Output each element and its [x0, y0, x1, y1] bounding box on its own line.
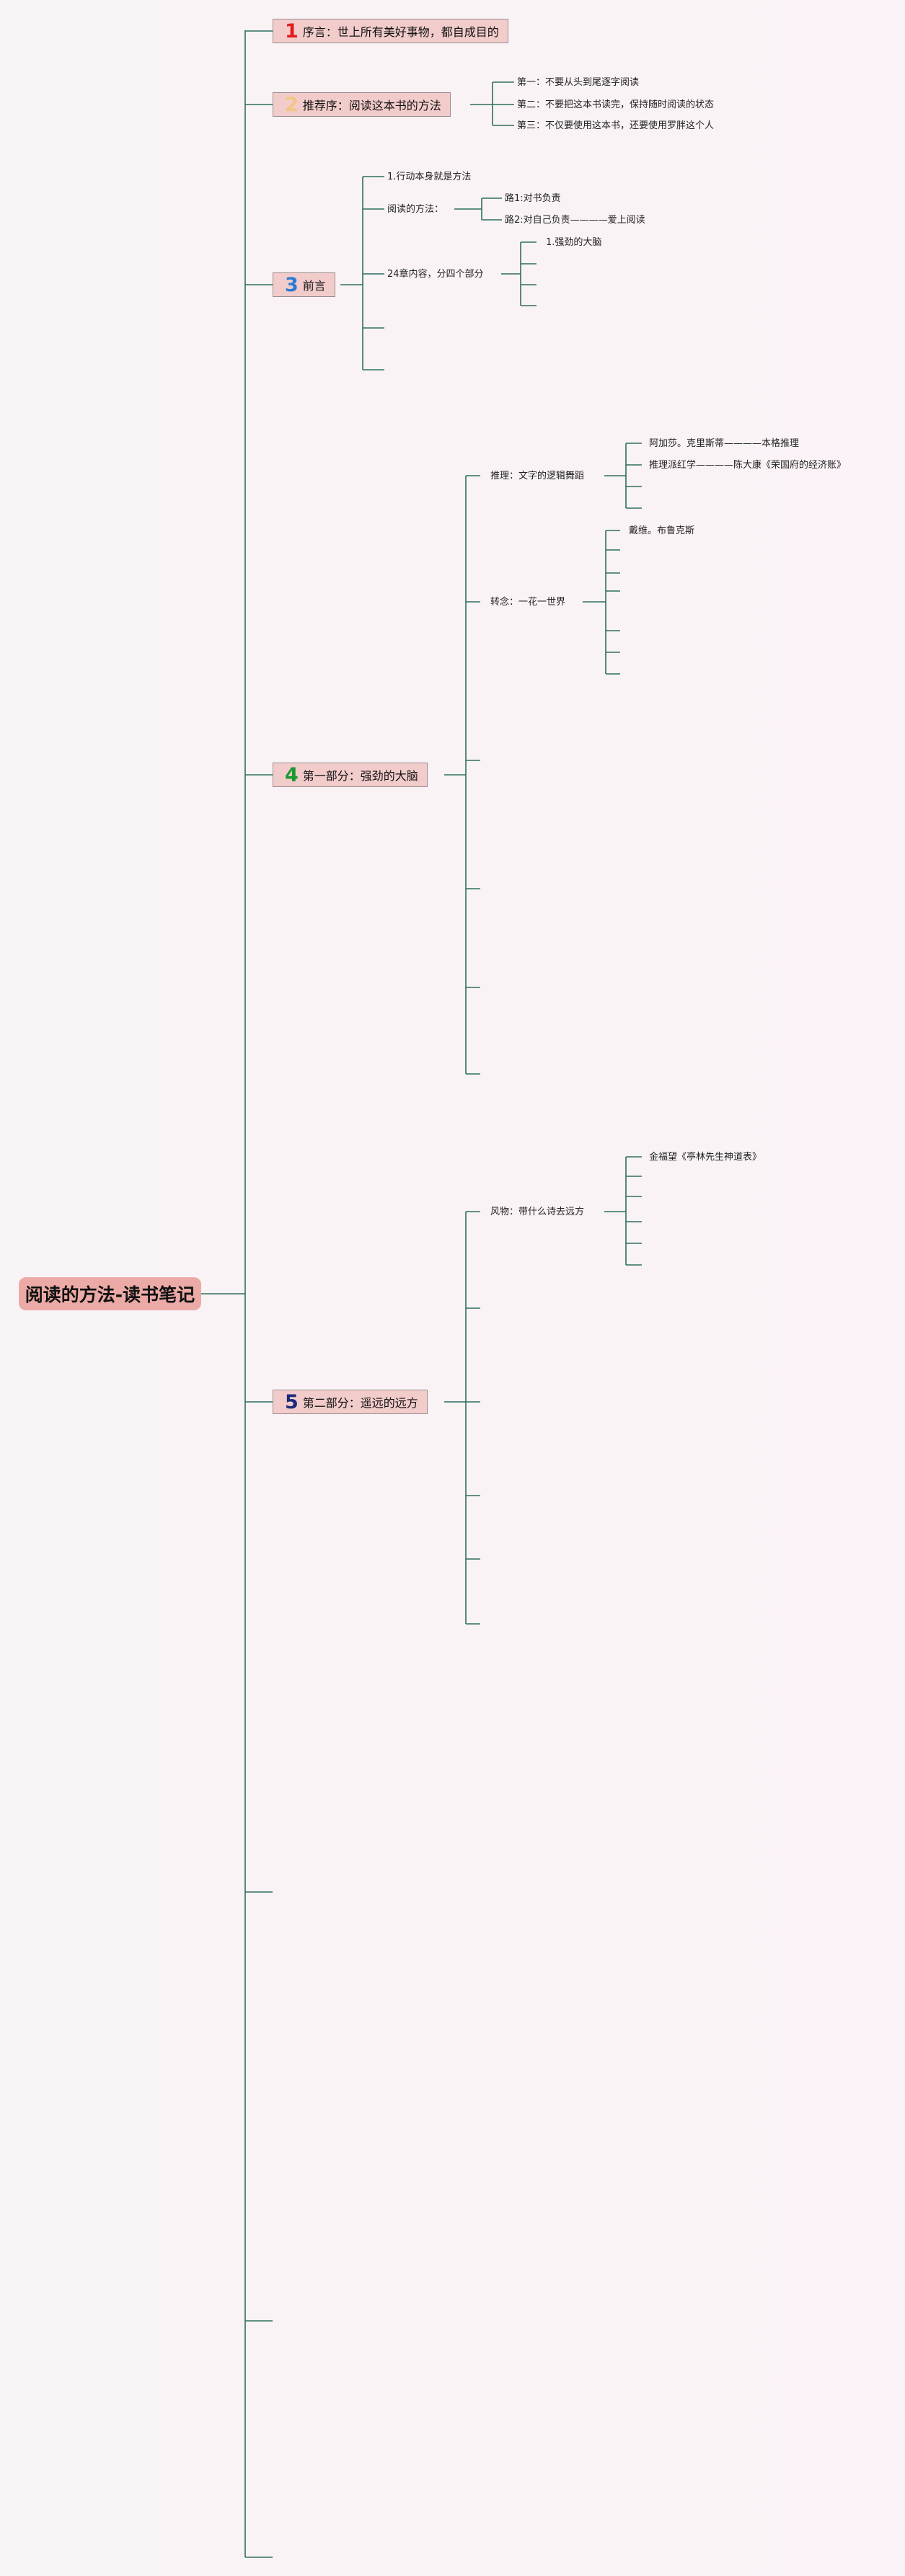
root-title: 阅读的方法-读书笔记: [25, 1284, 195, 1305]
chapter-1-node[interactable]: 1 序言：世上所有美好事物，都自成目的: [273, 19, 508, 43]
chapter-2-node[interactable]: 2 推荐序：阅读这本书的方法: [273, 92, 451, 117]
ch4-branch-2[interactable]: 转念：一花一世界: [490, 597, 566, 608]
ch2-item-2[interactable]: 第二：不要把这本书读完，保持随时阅读的状态: [517, 99, 715, 110]
ch3-path-1[interactable]: 路1:对书负责: [505, 193, 561, 204]
ch3-item-2[interactable]: 阅读的方法：: [387, 204, 444, 215]
chapter-2-label: 推荐序：阅读这本书的方法: [302, 99, 441, 112]
ch3-item-3[interactable]: 24章内容，分四个部分: [387, 269, 484, 280]
ch2-item-1[interactable]: 第一：不要从头到尾逐字阅读: [517, 77, 640, 88]
ch3-path-2[interactable]: 路2:对自己负责————爱上阅读: [505, 215, 645, 226]
chapter-number-5: 5: [285, 1390, 299, 1413]
chapter-5-node[interactable]: 5 第二部分：遥远的远方: [273, 1390, 428, 1414]
ch3-item-1[interactable]: 1.行动本身就是方法: [387, 172, 472, 182]
chapter-4-node[interactable]: 4 第一部分：强劲的大脑: [273, 763, 428, 787]
ch5-branch-1-leaf-1[interactable]: 金福望《亭林先生神道表》: [649, 1152, 762, 1163]
ch3-part-1[interactable]: 1.强劲的大脑: [546, 237, 602, 248]
chapter-number-1: 1: [285, 19, 299, 43]
ch4-branch-1-leaf-2[interactable]: 推理派红学————陈大康《荣国府的经济账》: [649, 460, 847, 471]
chapter-1-label: 序言：世上所有美好事物，都自成目的: [302, 25, 499, 39]
ch4-branch-1[interactable]: 推理：文字的逻辑舞蹈: [490, 471, 585, 481]
chapter-number-4: 4: [285, 763, 299, 786]
ch5-branch-1[interactable]: 风物：带什么诗去远方: [490, 1207, 585, 1217]
chapter-number-2: 2: [285, 93, 299, 116]
chapter-3-label: 前言: [302, 279, 326, 293]
ch2-item-3[interactable]: 第三：不仅要使用这本书，还要使用罗胖这个人: [517, 120, 715, 131]
chapter-5-label: 第二部分：遥远的远方: [302, 1396, 418, 1410]
chapter-4-label: 第一部分：强劲的大脑: [302, 769, 418, 783]
chapter-number-3: 3: [285, 273, 299, 296]
ch4-branch-1-leaf-1[interactable]: 阿加莎。克里斯蒂————本格推理: [649, 438, 800, 449]
root-node[interactable]: 阅读的方法-读书笔记: [19, 1277, 201, 1310]
ch4-branch-2-leaf-1[interactable]: 戴维。布鲁克斯: [629, 525, 695, 536]
chapter-3-node[interactable]: 3 前言: [273, 272, 335, 297]
